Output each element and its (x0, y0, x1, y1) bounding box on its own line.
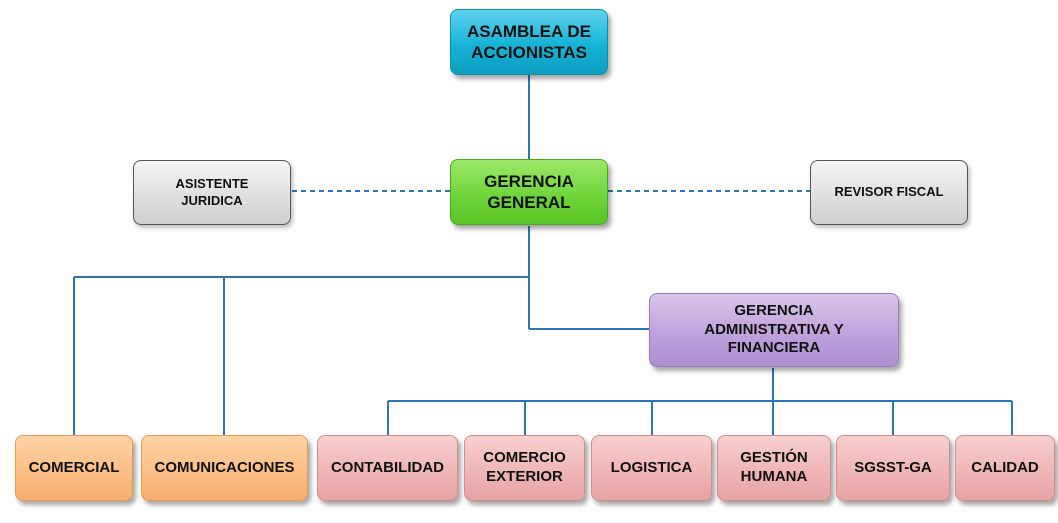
node-label: GERENCIA GENERAL (484, 171, 574, 212)
node-label: CONTABILIDAD (330, 458, 445, 476)
node-label: REVISOR FISCAL (834, 184, 944, 200)
node-comunicaciones: COMUNICACIONES (141, 435, 308, 501)
node-asistente-juridica: ASISTENTE JURIDICA (133, 160, 291, 225)
node-calidad: CALIDAD (955, 435, 1055, 501)
node-comercial: COMERCIAL (15, 435, 133, 501)
node-contabilidad: CONTABILIDAD (317, 435, 458, 501)
node-gerencia-general: GERENCIA GENERAL (450, 159, 608, 225)
node-label: COMUNICACIONES (154, 458, 295, 476)
node-sgsst-ga: SGSST-GA (836, 435, 950, 501)
node-label: ASAMBLEA DE ACCIONISTAS (466, 21, 592, 62)
node-comercio-exterior: COMERCIO EXTERIOR (464, 435, 585, 501)
node-revisor-fiscal: REVISOR FISCAL (810, 160, 968, 225)
node-label: LOGISTICA (610, 458, 693, 476)
node-label: SGSST-GA (854, 458, 932, 476)
node-gerencia-administrativa-financiera: GERENCIA ADMINISTRATIVA Y FINANCIERA (649, 293, 899, 367)
node-label: ASISTENTE JURIDICA (175, 176, 249, 208)
node-logistica: LOGISTICA (591, 435, 712, 501)
node-gestion-humana: GESTIÓN HUMANA (717, 435, 831, 501)
node-label: COMERCIAL (28, 458, 120, 476)
node-label: COMERCIO EXTERIOR (483, 449, 566, 485)
node-asamblea-accionistas: ASAMBLEA DE ACCIONISTAS (450, 9, 608, 75)
node-label: CALIDAD (971, 458, 1039, 476)
node-label: GESTIÓN HUMANA (740, 449, 808, 485)
node-label: GERENCIA ADMINISTRATIVA Y FINANCIERA (704, 301, 844, 357)
